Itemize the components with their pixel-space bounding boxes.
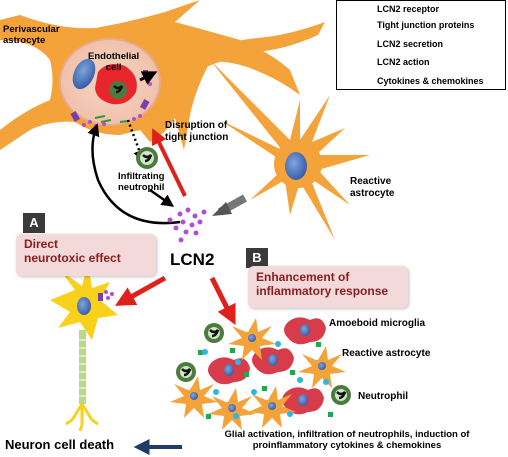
red-arrow-to-glia <box>209 276 236 326</box>
glial-activation-label: Glial activation, infiltration of neutro… <box>224 429 470 451</box>
tight-junction-red-arrow <box>151 128 187 197</box>
secretion-arrow-vessel <box>139 71 158 85</box>
lcn2-label: LCN2 <box>170 250 215 269</box>
legend-item-lcn2-receptor: LCN2 receptor <box>377 4 440 14</box>
neuron <box>50 262 118 432</box>
lcn2-secretion-curve-arrow <box>87 123 181 225</box>
glia-cluster <box>170 317 351 430</box>
perivascular-astrocyte-label: Perivascular astrocyte <box>3 24 60 46</box>
legend-box: LCN2 receptor Tight junction proteins LC… <box>336 0 506 90</box>
direct-effect-box <box>16 234 156 276</box>
enhancement-label: Enhancement of inflammatory response <box>256 270 389 298</box>
infiltrating-neutrophil <box>136 147 158 169</box>
endothelial-cell-label: Endothelial cell <box>88 51 140 73</box>
endothelial-cell <box>59 38 161 126</box>
red-arrow-to-neuron <box>115 275 167 306</box>
reactive-astrocyte-top <box>210 60 370 240</box>
disruption-label: Disruption of tight junction <box>165 120 229 143</box>
enhancement-box <box>248 266 408 308</box>
legend-item-tight-junction: Tight junction proteins <box>377 20 475 30</box>
tag-a: A <box>23 213 45 233</box>
legend-item-cytokines: Cytokines & chemokines <box>377 76 484 86</box>
legend-item-lcn2-secretion: LCN2 secretion <box>377 39 444 49</box>
neutrophil-to-lcn2-arrow <box>149 188 175 207</box>
infiltrating-neutrophil-label: Infiltrating neutrophil <box>118 171 165 193</box>
reactive-astrocyte-bottom-label: Reactive astrocyte <box>342 348 431 359</box>
reactive-astrocyte-top-label: Reactive astrocyte <box>350 176 395 199</box>
amoeboid-microglia-label: Amoeboid microglia <box>329 318 426 329</box>
lcn2-cluster <box>167 207 207 243</box>
direct-effect-label: Direct neurotoxic effect <box>24 237 121 265</box>
neutrophil-label: Neutrophil <box>358 391 408 402</box>
tag-b: B <box>246 248 268 268</box>
legend-item-lcn2-action: LCN2 action <box>377 57 430 67</box>
neutrophil-infiltration-arrow <box>126 119 146 163</box>
neuron-death-label: Neuron cell death <box>5 437 115 452</box>
